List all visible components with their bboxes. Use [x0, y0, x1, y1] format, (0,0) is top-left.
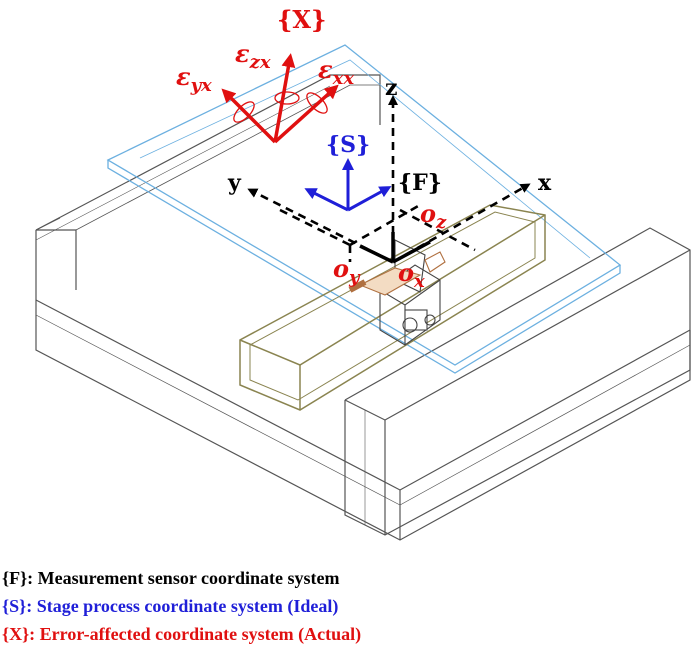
- label-X-frame: {X}: [277, 5, 327, 34]
- f-axis-y: [247, 188, 394, 264]
- frame-X-axes: [221, 53, 339, 144]
- label-F-frame: {F}: [398, 170, 442, 196]
- s-axis-x: [347, 186, 392, 212]
- label-axis-y: y: [227, 170, 242, 196]
- frame-F-axes: [247, 95, 531, 264]
- label-S-frame: {S}: [326, 132, 370, 158]
- legend-S: {S}: Stage process coordinate system (Id…: [2, 596, 338, 617]
- linear-rail: [239, 204, 546, 411]
- label-o-y: oy: [333, 254, 361, 288]
- f-axis-x: [392, 183, 531, 264]
- rotation-indicators: [233, 91, 328, 123]
- machine-base: [35, 74, 691, 541]
- x-axis-xx: [273, 84, 339, 144]
- x-axis-zx: [273, 53, 296, 143]
- legend-X: {X}: Error-affected coordinate system (A…: [2, 624, 361, 645]
- label-o-z: oz: [420, 199, 447, 233]
- label-eps-yx: εyx: [176, 62, 212, 96]
- glass-plate: [106, 44, 622, 374]
- label-axis-x: x: [538, 170, 552, 196]
- label-eps-zx: εzx: [235, 39, 271, 73]
- legend-F: {F}: Measurement sensor coordinate syste…: [2, 568, 339, 588]
- frame-S-axes: [304, 158, 392, 212]
- label-eps-xx: εxx: [318, 55, 354, 89]
- label-o-x: ox: [398, 258, 425, 292]
- legend: {F}: Measurement sensor coordinate syste…: [2, 568, 361, 645]
- x-axis-yx: [221, 88, 277, 144]
- label-axis-z: z: [385, 75, 398, 101]
- s-axis-y: [304, 188, 349, 212]
